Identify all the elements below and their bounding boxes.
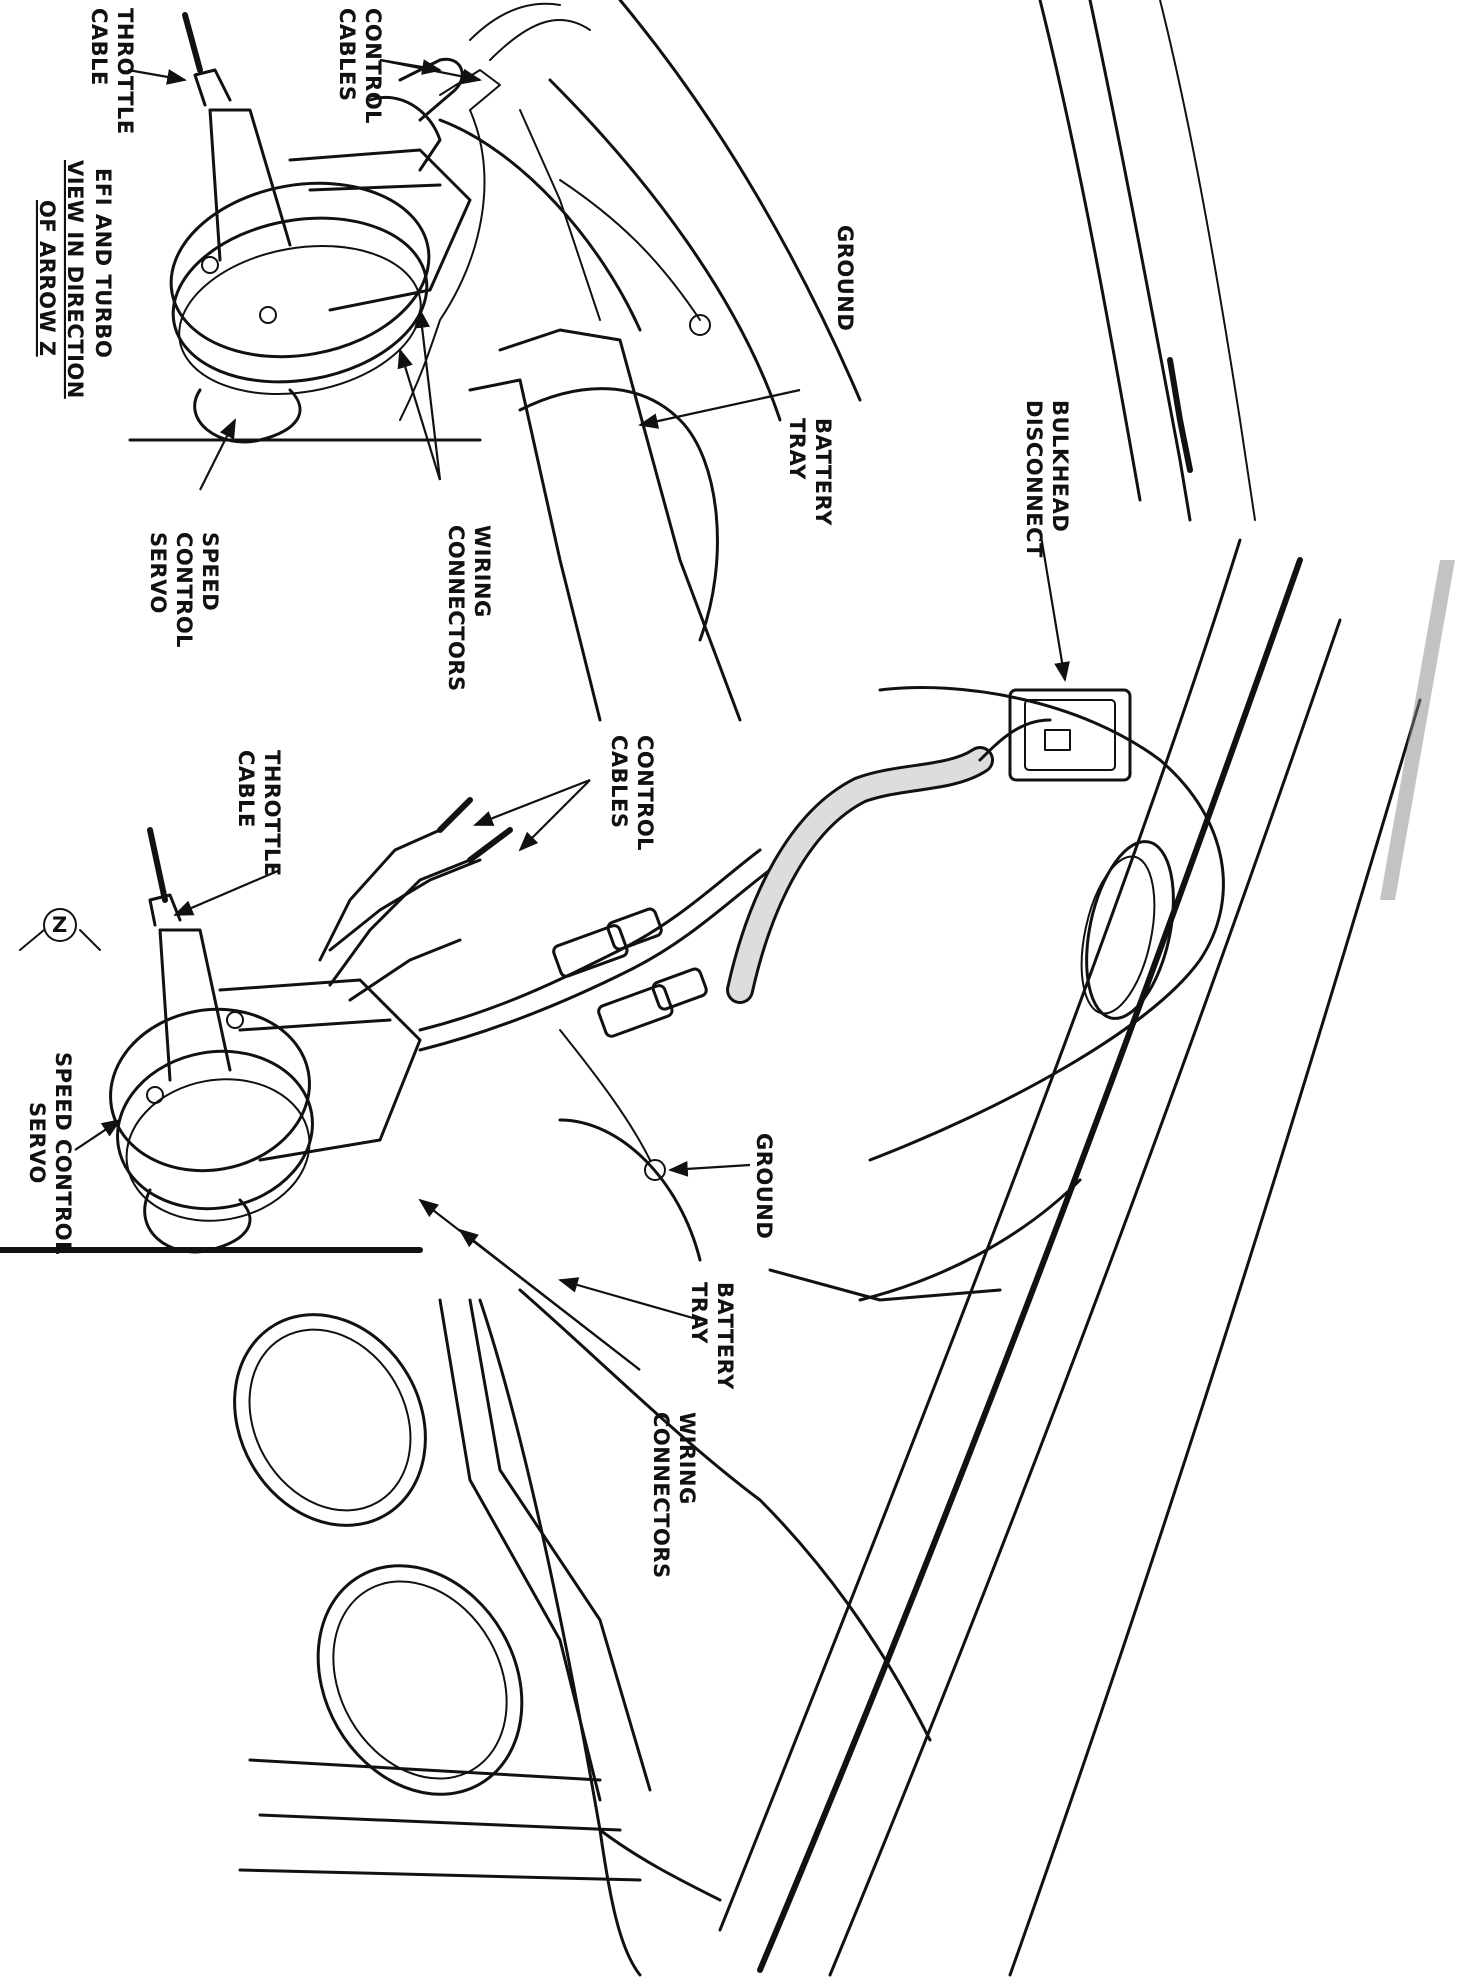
leader-inset-servo — [199, 418, 236, 491]
bulkhead-disconnect-label: BULKHEAD DISCONNECT — [1022, 400, 1072, 558]
main-servo-assembly — [0, 688, 1132, 1254]
inset-battery-tray-label: BATTERY TRAY — [785, 418, 835, 534]
arrow-z-label: Z — [52, 913, 68, 937]
leader-main-throttle-cable — [173, 868, 281, 917]
leader-main-ground — [668, 1160, 751, 1177]
inset-caption: EFI AND TURBO VIEW IN DIRECTION OF ARROW… — [35, 160, 115, 407]
leader-inset-throttle-cable — [127, 68, 187, 85]
leader-bulkhead-disconnect — [1038, 529, 1070, 682]
leader-inset-wiring-connectors-1 — [397, 348, 442, 481]
leader-main-battery-tray — [558, 1277, 701, 1322]
leader-lines — [74, 58, 1070, 1371]
fender-body-outline — [233, 0, 1455, 1977]
main-battery-tray-label: BATTERY TRAY — [687, 1282, 737, 1398]
inset-view-arrow-z — [128, 0, 862, 722]
inset-speed-control-servo-label: SPEED CONTROL SERVO — [146, 532, 222, 656]
main-control-cables-label: CONTROL CABLES — [607, 735, 657, 859]
main-ground-label: GROUND — [752, 1133, 776, 1239]
leader-inset-battery-tray — [638, 388, 801, 429]
inset-wiring-connectors-label: WIRING CONNECTORS — [444, 525, 494, 692]
leader-inset-control-cables-2 — [379, 58, 482, 85]
main-wiring-connectors-label: WIRING CONNECTORS — [649, 1412, 699, 1579]
main-throttle-cable-label: THROTTLE CABLE — [234, 750, 284, 885]
inset-ground-label: GROUND — [833, 225, 857, 331]
inset-throttle-cable-label: THROTTLE CABLE — [87, 8, 137, 143]
main-speed-control-servo-label: SPEED CONTROL SERVO — [25, 1052, 75, 1263]
labels: THROTTLE CABLE CONTROL CABLES GROUND BUL… — [25, 8, 1072, 1579]
leader-main-control-cables-2 — [518, 779, 591, 852]
inset-control-cables-label: CONTROL CABLES — [335, 8, 385, 132]
leader-inset-wiring-connectors-2 — [414, 308, 442, 481]
leader-main-control-cables-1 — [473, 778, 591, 827]
leader-main-wiring-connectors-2 — [458, 1228, 641, 1371]
leader-main-servo — [74, 1118, 122, 1151]
